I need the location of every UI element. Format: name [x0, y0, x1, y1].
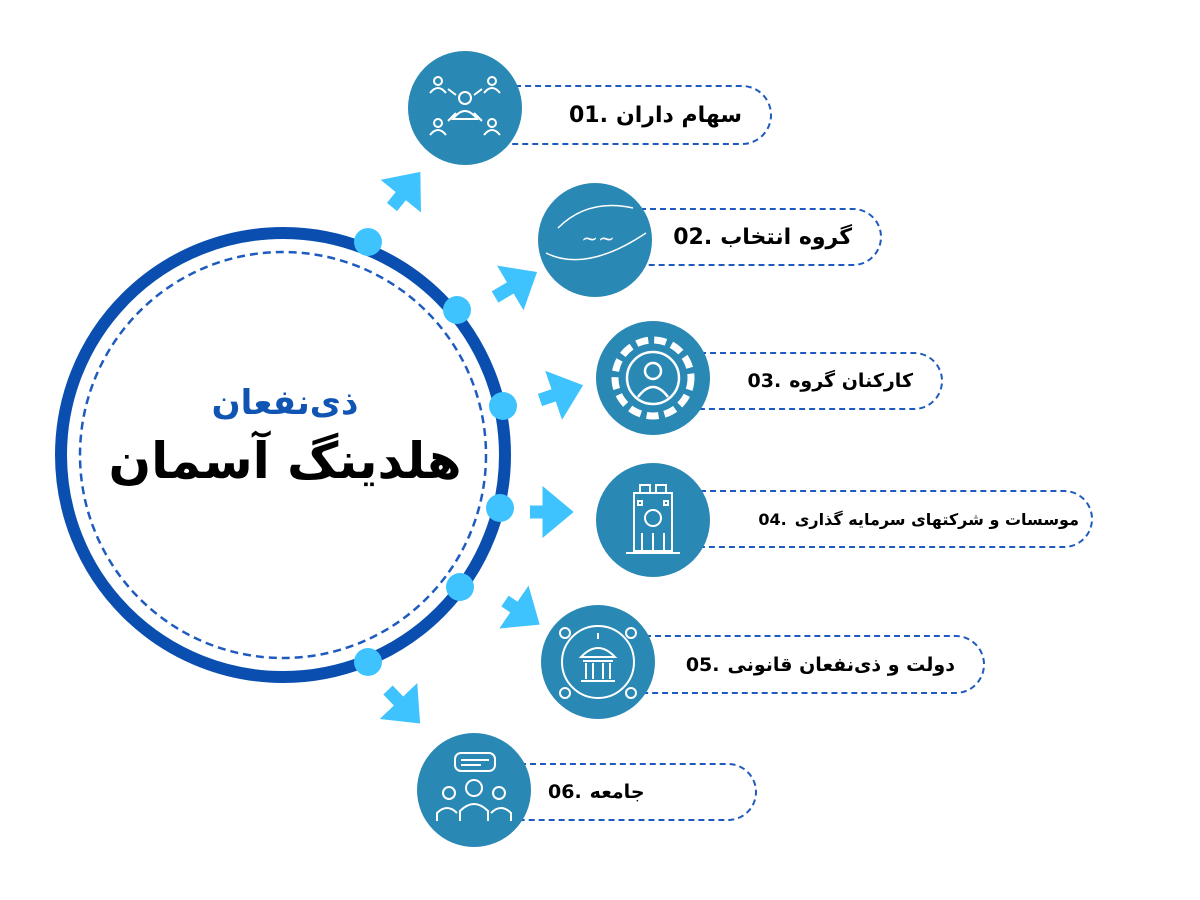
- center-title: هلدینگ آسمان: [108, 432, 462, 490]
- stakeholder-item-1[interactable]: 01. سهام داران: [505, 85, 772, 145]
- item-label: گروه انتخاب: [720, 224, 852, 250]
- item-number: 06.: [548, 781, 582, 803]
- arrow-5: [499, 585, 540, 629]
- arrow-1: [380, 171, 421, 213]
- item-number: 01.: [568, 102, 608, 128]
- inner-dashed-ring: [78, 250, 488, 660]
- connector-dot-2: [443, 296, 471, 324]
- stakeholder-item-2[interactable]: 02. گروه انتخاب: [640, 208, 882, 266]
- community-chat-icon: [417, 733, 531, 847]
- connector-dot-6: [354, 648, 382, 676]
- stakeholder-item-5[interactable]: 05. دولت و ذی‌نفعان قانونی: [645, 635, 985, 694]
- connector-dot-5: [446, 573, 474, 601]
- arrow-2: [491, 265, 538, 311]
- item-number: 05.: [685, 653, 720, 676]
- stakeholder-item-6[interactable]: 06. جامعه: [520, 763, 757, 821]
- connector-dot-3: [489, 392, 517, 420]
- entekhab-logo-icon: ~~: [538, 183, 652, 297]
- item-label: سهام داران: [615, 102, 742, 128]
- employee-gear-icon: [596, 321, 710, 435]
- connector-dot-1: [354, 228, 382, 256]
- item-number: 02.: [673, 224, 713, 250]
- arrow-3: [537, 370, 584, 420]
- stakeholder-item-3[interactable]: 03. کارکنان گروه: [700, 352, 943, 410]
- arrow-6: [379, 682, 421, 724]
- item-label: موسسات و شرکتهای سرمایه گذاری: [794, 509, 1079, 529]
- center-subtitle: ذی‌نفعان: [211, 383, 359, 423]
- shareholders-network-icon: [408, 51, 522, 165]
- item-number: 04.: [758, 509, 787, 529]
- outer-ring: [55, 227, 511, 683]
- item-number: 03.: [747, 370, 782, 392]
- connector-dot-4: [486, 494, 514, 522]
- item-label: کارکنان گروه: [789, 370, 913, 392]
- investment-building-icon: [596, 463, 710, 577]
- stakeholder-item-4[interactable]: 04. موسسات و شرکتهای سرمایه گذاری: [700, 490, 1093, 548]
- svg-text:~~: ~~: [581, 226, 615, 250]
- government-people-icon: [541, 605, 655, 719]
- item-label: دولت و ذی‌نفعان قانونی: [727, 653, 956, 676]
- item-label: جامعه: [589, 781, 645, 803]
